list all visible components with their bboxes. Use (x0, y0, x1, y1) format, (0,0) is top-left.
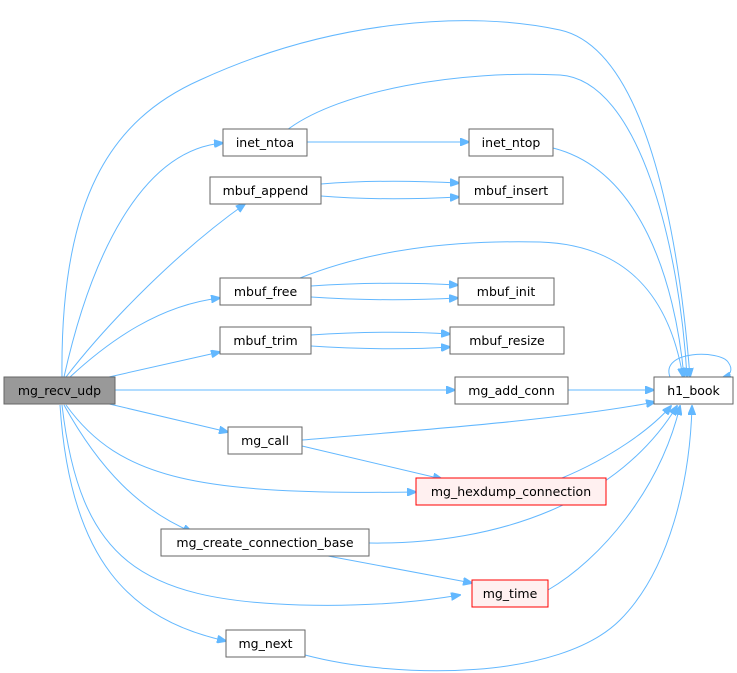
edge-mg-recv-udp-to-mg-time (61, 404, 460, 606)
node-label: mg_hexdump_connection (431, 484, 591, 499)
node-label: inet_ntop (482, 135, 541, 150)
node-mg-next[interactable]: mg_next (225, 629, 306, 658)
node-label: mbuf_insert (474, 183, 548, 198)
edge-mg-time-to-h1-book (547, 406, 680, 591)
node-mbuf-trim[interactable]: mbuf_trim (219, 326, 312, 355)
node-label: mbuf_resize (469, 333, 545, 348)
edge-inet-ntop-to-h1-book (552, 147, 684, 377)
node-mbuf-append[interactable]: mbuf_append (209, 176, 322, 205)
node-label: mg_recv_udp (18, 383, 101, 398)
edge-mbuf-free-to-mbuf-init-a (310, 283, 458, 286)
node-mg-call[interactable]: mg_call (227, 426, 303, 455)
edge-mbuf-trim-to-mbuf-resize-a (310, 332, 450, 335)
node-mg-create-connection-base[interactable]: mg_create_connection_base (160, 528, 370, 557)
edge-mg-call-to-mg-hexdump-connection (301, 445, 442, 479)
edge-mg-create-connection-base-to-mg-time (327, 555, 472, 583)
node-label: mg_time (483, 586, 538, 601)
edge-mg-hexdump-connection-to-h1-book (561, 406, 671, 479)
edge-mg-recv-udp-to-mg-create-connection-base (63, 404, 192, 532)
edge-mg-recv-udp-to-mbuf-append (65, 204, 245, 378)
node-mbuf-resize[interactable]: mbuf_resize (449, 326, 565, 355)
edge-mbuf-free-to-mbuf-init-b (310, 297, 458, 300)
edge-mbuf-append-to-mbuf-insert-a (320, 181, 459, 184)
edge-h1-book-self-loop (668, 353, 731, 378)
node-mg-hexdump-connection[interactable]: mg_hexdump_connection (415, 477, 607, 506)
node-label: inet_ntoa (236, 135, 294, 150)
node-label: h1_book (667, 383, 720, 398)
edge-mg-next-to-h1-book (304, 406, 692, 672)
node-mg-time[interactable]: mg_time (471, 579, 549, 608)
edge-mg-recv-udp-to-mg-call (104, 402, 228, 432)
edge-mg-recv-udp-to-mg-next (59, 404, 226, 641)
edge-mbuf-free-to-h1-book (299, 241, 683, 377)
edge-mbuf-trim-to-mbuf-resize-b (310, 346, 450, 349)
edge-mg-recv-udp-to-mbuf-trim (99, 352, 220, 380)
node-h1-book[interactable]: h1_book (653, 376, 734, 405)
edge-mg-recv-udp-to-mbuf-free (69, 298, 220, 378)
node-label: mg_create_connection_base (176, 535, 354, 550)
node-inet-ntoa[interactable]: inet_ntoa (222, 128, 308, 157)
node-label: mg_add_conn (468, 383, 555, 398)
node-label: mg_next (238, 636, 292, 651)
edge-mg-recv-udp-to-inet-ntoa (63, 143, 223, 378)
edges (59, 20, 731, 672)
edge-mg-recv-udp-to-h1-book-top (61, 20, 690, 377)
edge-mg-call-to-h1-book (301, 402, 655, 441)
node-mg-add-conn[interactable]: mg_add_conn (454, 376, 569, 405)
edge-inet-ntoa-to-h1-book (286, 73, 687, 377)
node-mbuf-insert[interactable]: mbuf_insert (458, 176, 564, 205)
edge-mbuf-append-to-mbuf-insert-b (320, 196, 459, 199)
node-label: mg_call (241, 433, 289, 448)
node-mbuf-init[interactable]: mbuf_init (457, 277, 555, 306)
edge-mg-create-connection-base-to-h1-book (368, 406, 677, 544)
node-mg-recv-udp[interactable]: mg_recv_udp (3, 376, 116, 405)
node-inet-ntop[interactable]: inet_ntop (468, 128, 554, 157)
node-mbuf-free[interactable]: mbuf_free (219, 277, 312, 306)
node-label: mbuf_init (477, 284, 536, 299)
edge-mg-recv-udp-to-mg-hexdump-connection (65, 404, 416, 492)
node-label: mbuf_free (234, 284, 298, 299)
nodes: mg_recv_udp inet_ntoa inet_ntop mbuf_app… (3, 128, 734, 658)
node-label: mbuf_append (223, 183, 309, 198)
node-label: mbuf_trim (233, 333, 297, 348)
